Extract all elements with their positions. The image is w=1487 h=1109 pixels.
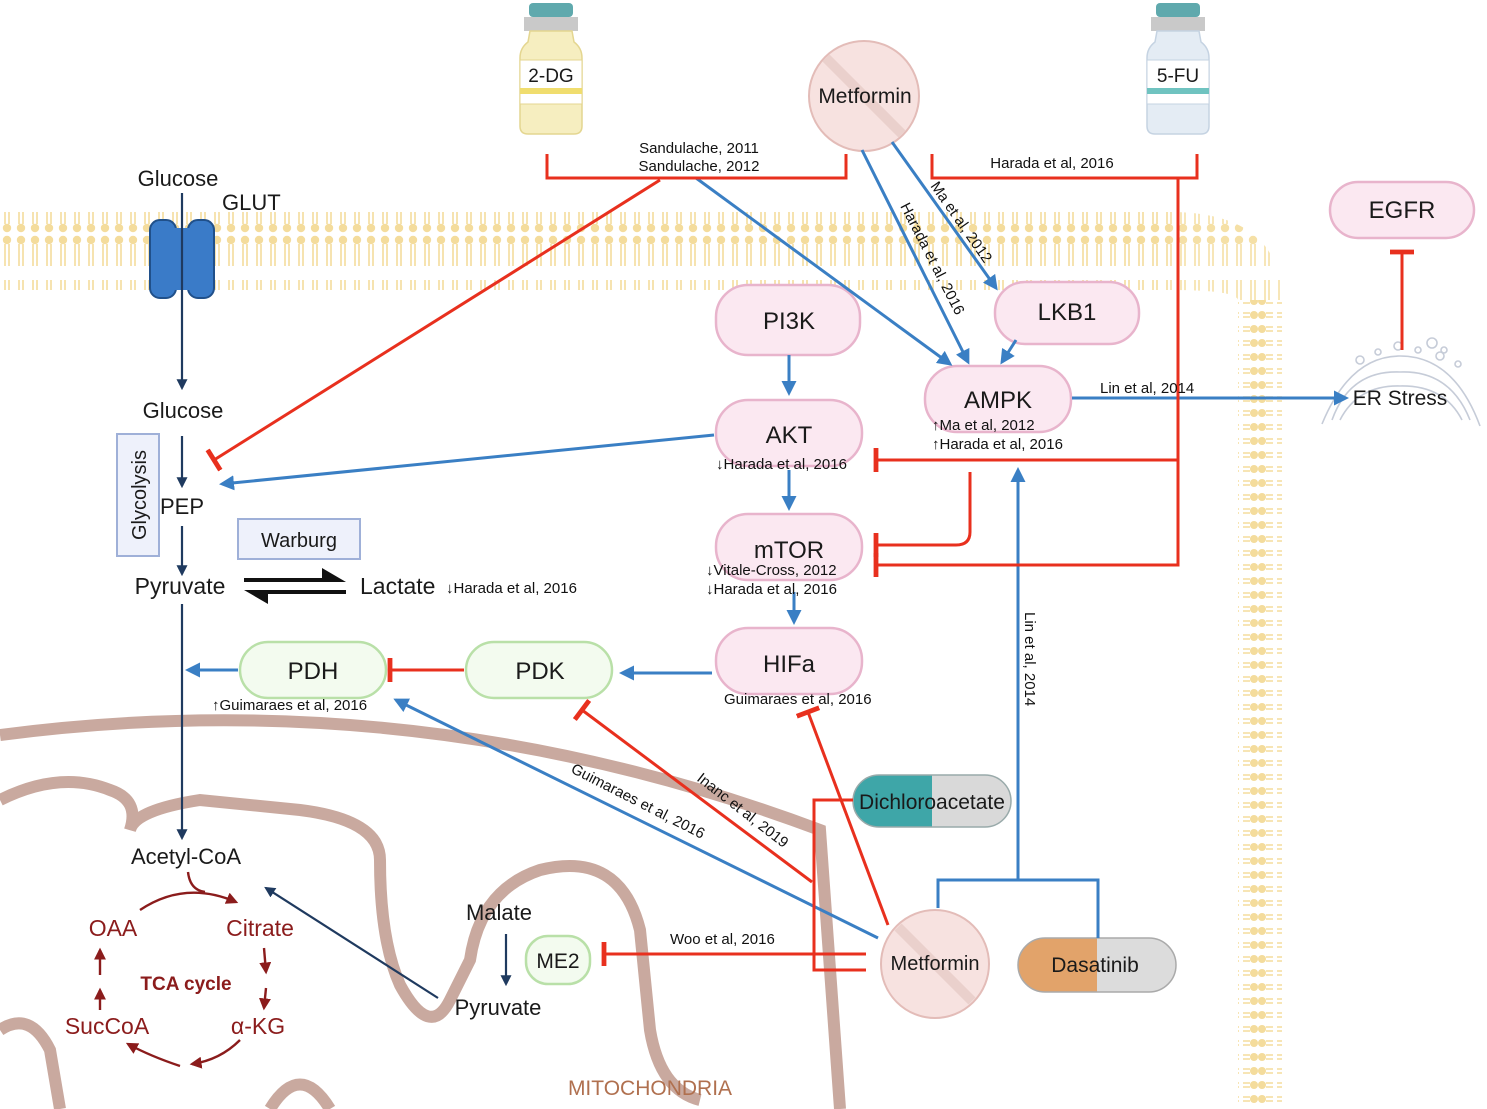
glut-label: GLUT <box>222 190 281 215</box>
drug-dasatinib: Dasatinib <box>1051 954 1139 977</box>
tca-succoa: SucCoA <box>65 1013 150 1039</box>
er-icon <box>1321 337 1481 427</box>
node-egfr-label: EGFR <box>1369 197 1436 224</box>
cite-mtor-vitale: ↓Vitale-Cross, 2012 <box>706 562 837 579</box>
warburg-box <box>237 518 361 560</box>
node-lkb1-label: LKB1 <box>1038 299 1097 326</box>
cite-sandulache-2011: Sandulache, 2011 <box>639 140 759 157</box>
node-hifa-label: HIFa <box>763 651 816 678</box>
cite-sandulache-2012: Sandulache, 2012 <box>639 158 760 175</box>
node-egfr <box>1328 180 1476 240</box>
cite-lin-2014-er: Lin et al, 2014 <box>1100 380 1194 397</box>
tca-akg: α-KG <box>231 1013 285 1039</box>
glucose-extracellular: Glucose <box>138 166 219 191</box>
drug-2dg: 2-DG <box>528 66 573 87</box>
vial-5fu-icon <box>1146 3 1210 135</box>
pyruvate-mito-label: Pyruvate <box>455 995 542 1020</box>
node-lkb1 <box>993 280 1141 346</box>
activation-arrows <box>185 141 1349 940</box>
node-me2 <box>524 934 592 986</box>
node-hifa <box>714 626 864 696</box>
inhibition-lines <box>205 154 1414 972</box>
drug-metformin-bottom: Metformin <box>891 953 980 975</box>
tca-oaa: OAA <box>89 915 138 941</box>
tca-title: TCA cycle <box>140 974 231 995</box>
glut-transporter-icon <box>149 219 215 299</box>
warburg-label: Warburg <box>261 530 337 552</box>
lactate-citation: ↓Harada et al, 2016 <box>446 580 577 597</box>
drug-metformin-top: Metformin <box>818 85 911 108</box>
glycolysis-box <box>116 433 160 557</box>
node-pi3k-label: PI3K <box>763 308 815 335</box>
malate-label: Malate <box>466 900 532 925</box>
cite-pdh-guimaraes: ↑Guimaraes et al, 2016 <box>212 697 367 714</box>
pyruvate-label: Pyruvate <box>135 573 226 599</box>
node-pdk-label: PDK <box>515 658 564 685</box>
tca-citrate: Citrate <box>226 915 294 941</box>
glycolysis-label: Glycolysis <box>129 450 151 540</box>
acetyl-coa-label: Acetyl-CoA <box>131 844 241 869</box>
cite-lin-2014-vertical: Lin et al, 2014 <box>1021 612 1038 706</box>
pep-label: PEP <box>160 494 204 519</box>
node-akt <box>714 398 864 468</box>
node-pdh <box>238 640 388 700</box>
node-mtor <box>714 512 864 582</box>
glucose-intracellular: Glucose <box>143 398 224 423</box>
cite-woo-2016: Woo et al, 2016 <box>670 931 775 948</box>
tca-cycle <box>94 871 272 1069</box>
pill-metformin-bottom-icon <box>880 909 990 1019</box>
cite-hifa-guimaraes: Guimaraes et al, 2016 <box>724 691 872 708</box>
drug-dichloroacetate: Dichloroacetate <box>859 791 1005 814</box>
cite-akt-harada: ↓Harada et al, 2016 <box>716 456 847 473</box>
lactate-label: Lactate <box>360 573 435 599</box>
cite-harada-top: Harada et al, 2016 <box>990 155 1113 172</box>
mitochondrion: MITOCHONDRIA <box>0 714 846 1109</box>
node-ampk <box>923 364 1073 434</box>
er-stress-label: ER Stress <box>1353 387 1448 410</box>
node-ampk-label: AMPK <box>964 387 1032 414</box>
drug-5fu: 5-FU <box>1157 66 1199 87</box>
cite-ampk-ma: ↑Ma et al, 2012 <box>932 417 1035 434</box>
node-pdh-label: PDH <box>288 658 339 685</box>
cite-mtor-harada: ↓Harada et al, 2016 <box>706 581 837 598</box>
equilibrium-arrows-icon <box>244 568 346 604</box>
mitochondria-label: MITOCHONDRIA <box>568 1077 732 1100</box>
cite-ampk-harada: ↑Harada et al, 2016 <box>932 436 1063 453</box>
pill-metformin-top-icon <box>808 40 920 152</box>
pyruvate-acetylcoa-mito-arrow <box>264 886 439 999</box>
node-mtor-label: mTOR <box>754 537 824 564</box>
node-me2-label: ME2 <box>536 950 579 973</box>
vial-2dg-icon <box>519 3 583 135</box>
node-akt-label: AKT <box>766 422 813 449</box>
node-pdk <box>464 640 614 700</box>
